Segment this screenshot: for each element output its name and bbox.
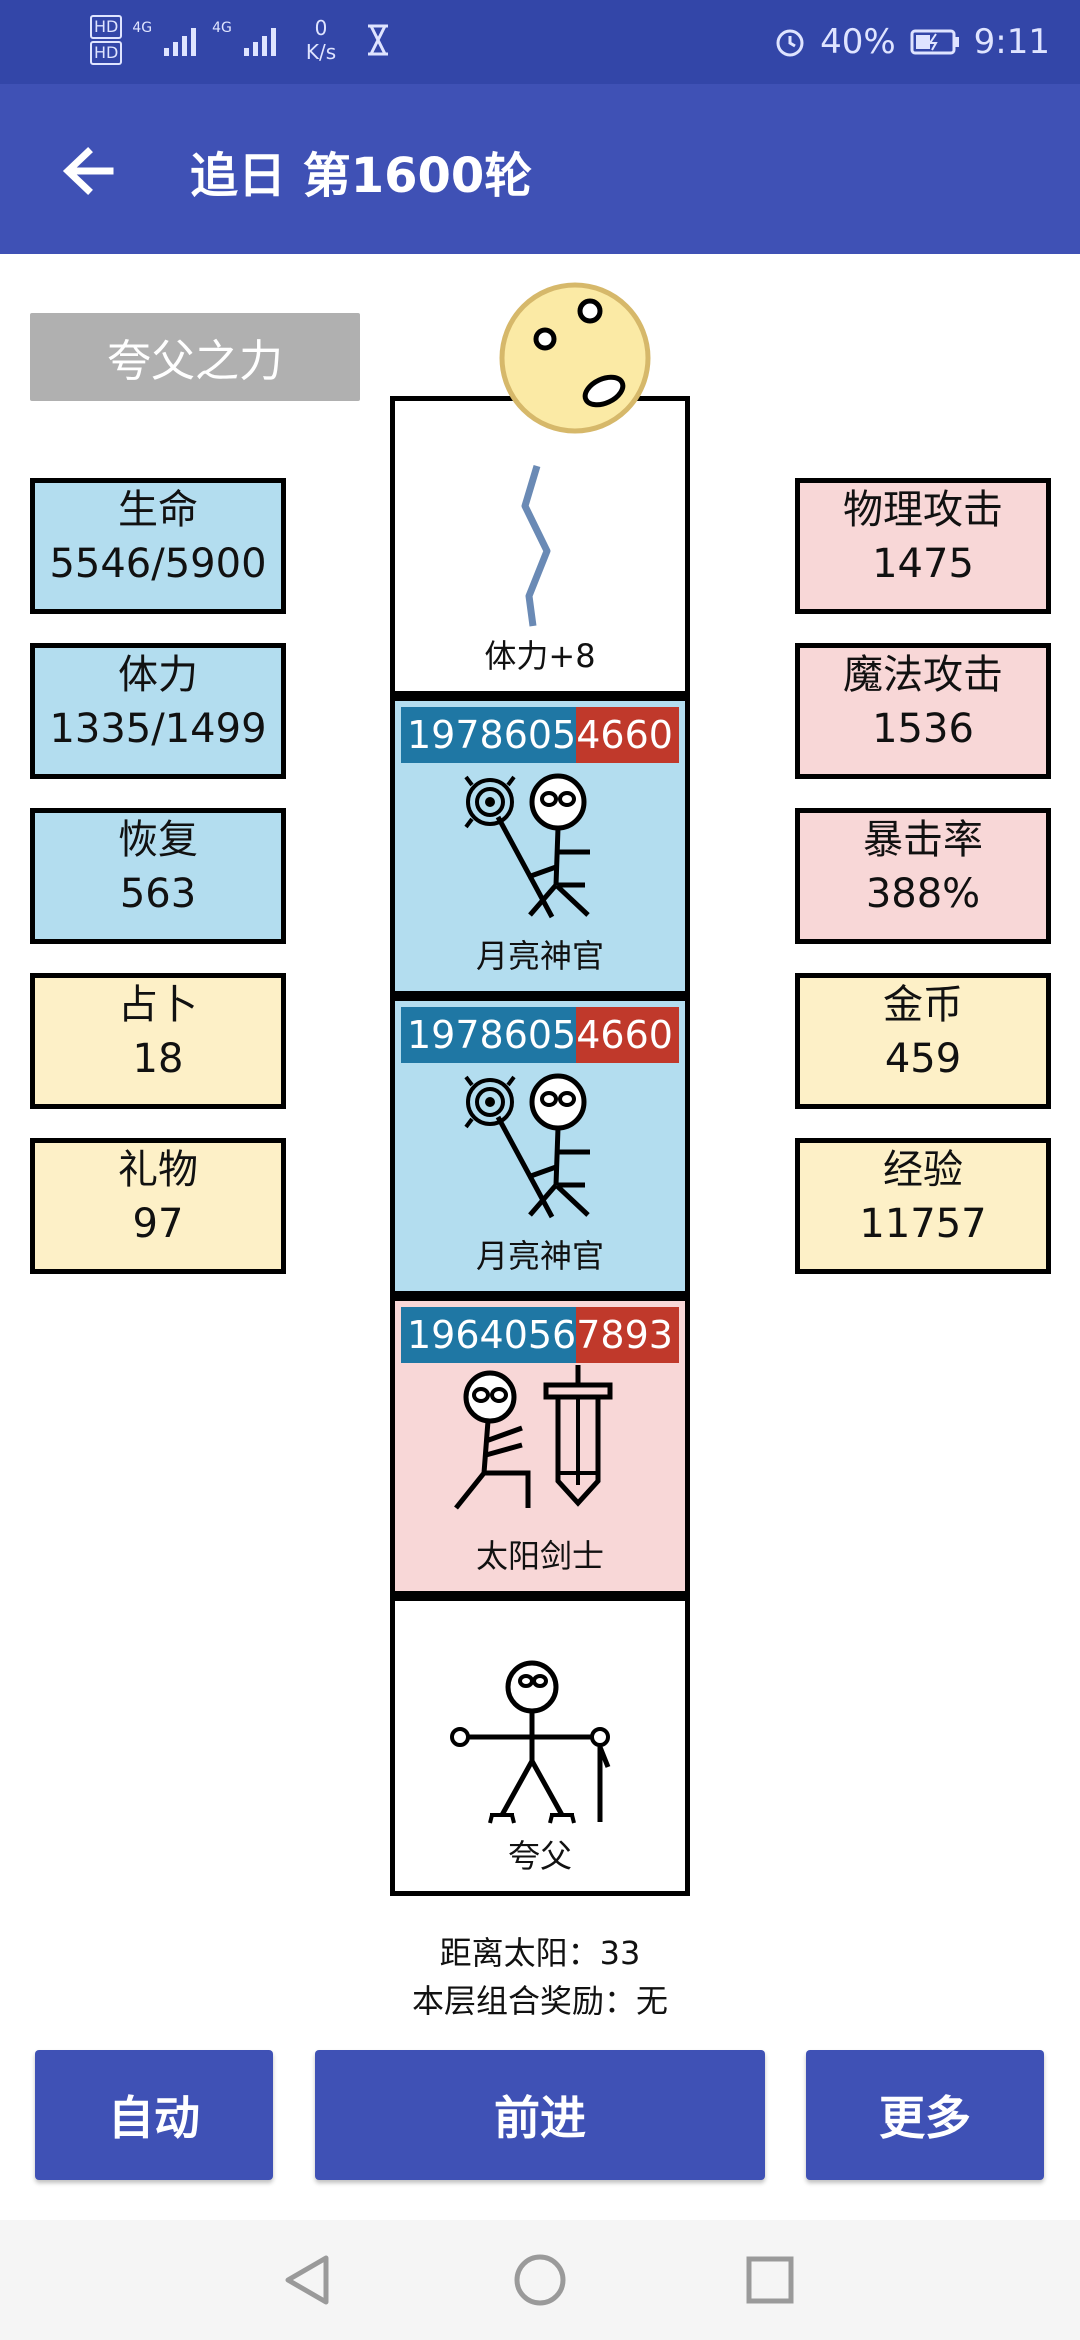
tower-cell-enemy[interactable]: 1964056 7893 太阳剑士 [390, 1296, 690, 1596]
stat-label: 金币 [883, 982, 963, 1028]
speed-value: 0 [314, 16, 328, 40]
stat-gift: 礼物 97 [30, 1138, 286, 1274]
sim1-label: HD [90, 15, 123, 39]
stat-label: 占卜 [118, 982, 198, 1028]
stat-hp: 生命 5546/5900 [30, 478, 286, 614]
tower-cell-player[interactable]: 夸父 [390, 1596, 690, 1896]
stat-label: 恢复 [118, 817, 198, 863]
enemy-hp: 1978605 [401, 1007, 577, 1063]
skill-button[interactable]: 夸父之力 [30, 313, 360, 401]
sun-face-icon [499, 282, 651, 434]
tower-cell-enemy[interactable]: 1978605 4660 月亮神官 [390, 696, 690, 996]
tower-cell-enemy[interactable]: 1978605 4660 月亮神官 [390, 996, 690, 1296]
stat-value: 18 [132, 1036, 184, 1082]
tower-cell-item[interactable]: 体力+8 [390, 396, 690, 696]
auto-button[interactable]: 自动 [35, 2050, 273, 2180]
net2-label: 4G [212, 20, 232, 36]
alarm-icon [776, 29, 804, 57]
app-bar: 追日 第1600轮 [0, 84, 1080, 254]
nav-back-icon[interactable] [278, 2250, 338, 2310]
stat-value: 11757 [859, 1201, 987, 1247]
stat-recovery: 恢复 563 [30, 808, 286, 944]
status-left: HD HD 4G 4G 0 K/s [90, 10, 392, 70]
stat-crit-rate: 暴击率 388% [795, 808, 1051, 944]
moon-priest-icon [464, 1073, 590, 1219]
net-speed: 0 K/s [306, 16, 336, 64]
stat-label: 经验 [883, 1147, 963, 1193]
stat-experience: 经验 11757 [795, 1138, 1051, 1274]
stat-label: 暴击率 [863, 817, 983, 863]
stat-value: 97 [132, 1201, 184, 1247]
cell-label: 月亮神官 [475, 1237, 604, 1275]
enemy-hp-bar: 1964056 7893 [401, 1307, 681, 1363]
stat-value: 563 [119, 871, 197, 917]
stat-label: 礼物 [118, 1147, 198, 1193]
cell-label: 体力+8 [484, 637, 596, 675]
battery-percent: 40% [820, 22, 896, 62]
sun-swordsman-icon [454, 1365, 613, 1510]
cell-label: 月亮神官 [475, 937, 604, 975]
enemy-hp-bar: 1978605 4660 [401, 707, 681, 763]
stat-label: 魔法攻击 [843, 652, 1003, 698]
arrow-left-icon[interactable] [58, 140, 120, 202]
enemy-defense: 4660 [576, 707, 679, 763]
signal2-icon [243, 28, 276, 56]
stat-label: 物理攻击 [843, 487, 1003, 533]
nav-recent-icon[interactable] [740, 2250, 800, 2310]
stat-value: 1335/1499 [49, 706, 267, 752]
stat-stamina: 体力 1335/1499 [30, 643, 286, 779]
stamina-wave-icon [521, 464, 551, 627]
enemy-hp: 1964056 [401, 1307, 577, 1363]
sim2-label: HD [90, 41, 123, 65]
floor-bonus: 本层组合奖励：无 [411, 1982, 668, 2020]
stat-gold: 金币 459 [795, 973, 1051, 1109]
tower: 体力+8 1978605 4660 月亮神官 1978605 4660 [390, 396, 690, 1896]
stat-value: 388% [865, 871, 981, 917]
moon-priest-icon [464, 773, 590, 919]
enemy-defense: 7893 [576, 1307, 679, 1363]
stat-label: 生命 [118, 487, 198, 533]
advance-button[interactable]: 前进 [315, 2050, 765, 2180]
enemy-hp: 1978605 [401, 707, 577, 763]
stat-value: 459 [884, 1036, 962, 1082]
battery-icon [910, 29, 959, 55]
stat-label: 体力 [118, 652, 198, 698]
kuafu-player-icon [450, 1660, 611, 1824]
stat-magic-attack: 魔法攻击 1536 [795, 643, 1051, 779]
speed-unit: K/s [305, 40, 337, 64]
sim-indicators: HD HD [90, 15, 123, 65]
more-button[interactable]: 更多 [806, 2050, 1044, 2180]
nav-home-icon[interactable] [510, 2250, 570, 2310]
status-bar: HD HD 4G 4G 0 K/s 40% [0, 0, 1080, 84]
stat-physical-attack: 物理攻击 1475 [795, 478, 1051, 614]
stat-divination: 占卜 18 [30, 973, 286, 1109]
page-title: 追日 第1600轮 [190, 148, 533, 204]
net1-label: 4G [132, 20, 153, 36]
stat-value: 5546/5900 [49, 541, 267, 587]
cell-label: 夸父 [507, 1837, 572, 1875]
status-right: 40% 9:11 [774, 10, 1050, 74]
distance-to-sun: 距离太阳：33 [439, 1934, 641, 1972]
system-nav-bar [0, 2220, 1080, 2340]
clock: 9:11 [973, 22, 1050, 62]
stat-value: 1536 [872, 706, 974, 752]
hourglass-icon [368, 24, 389, 56]
enemy-hp-bar: 1978605 4660 [401, 1007, 681, 1063]
signal1-icon [164, 28, 197, 56]
cell-label: 太阳剑士 [475, 1537, 604, 1575]
stat-value: 1475 [872, 541, 974, 587]
enemy-defense: 4660 [576, 1007, 679, 1063]
